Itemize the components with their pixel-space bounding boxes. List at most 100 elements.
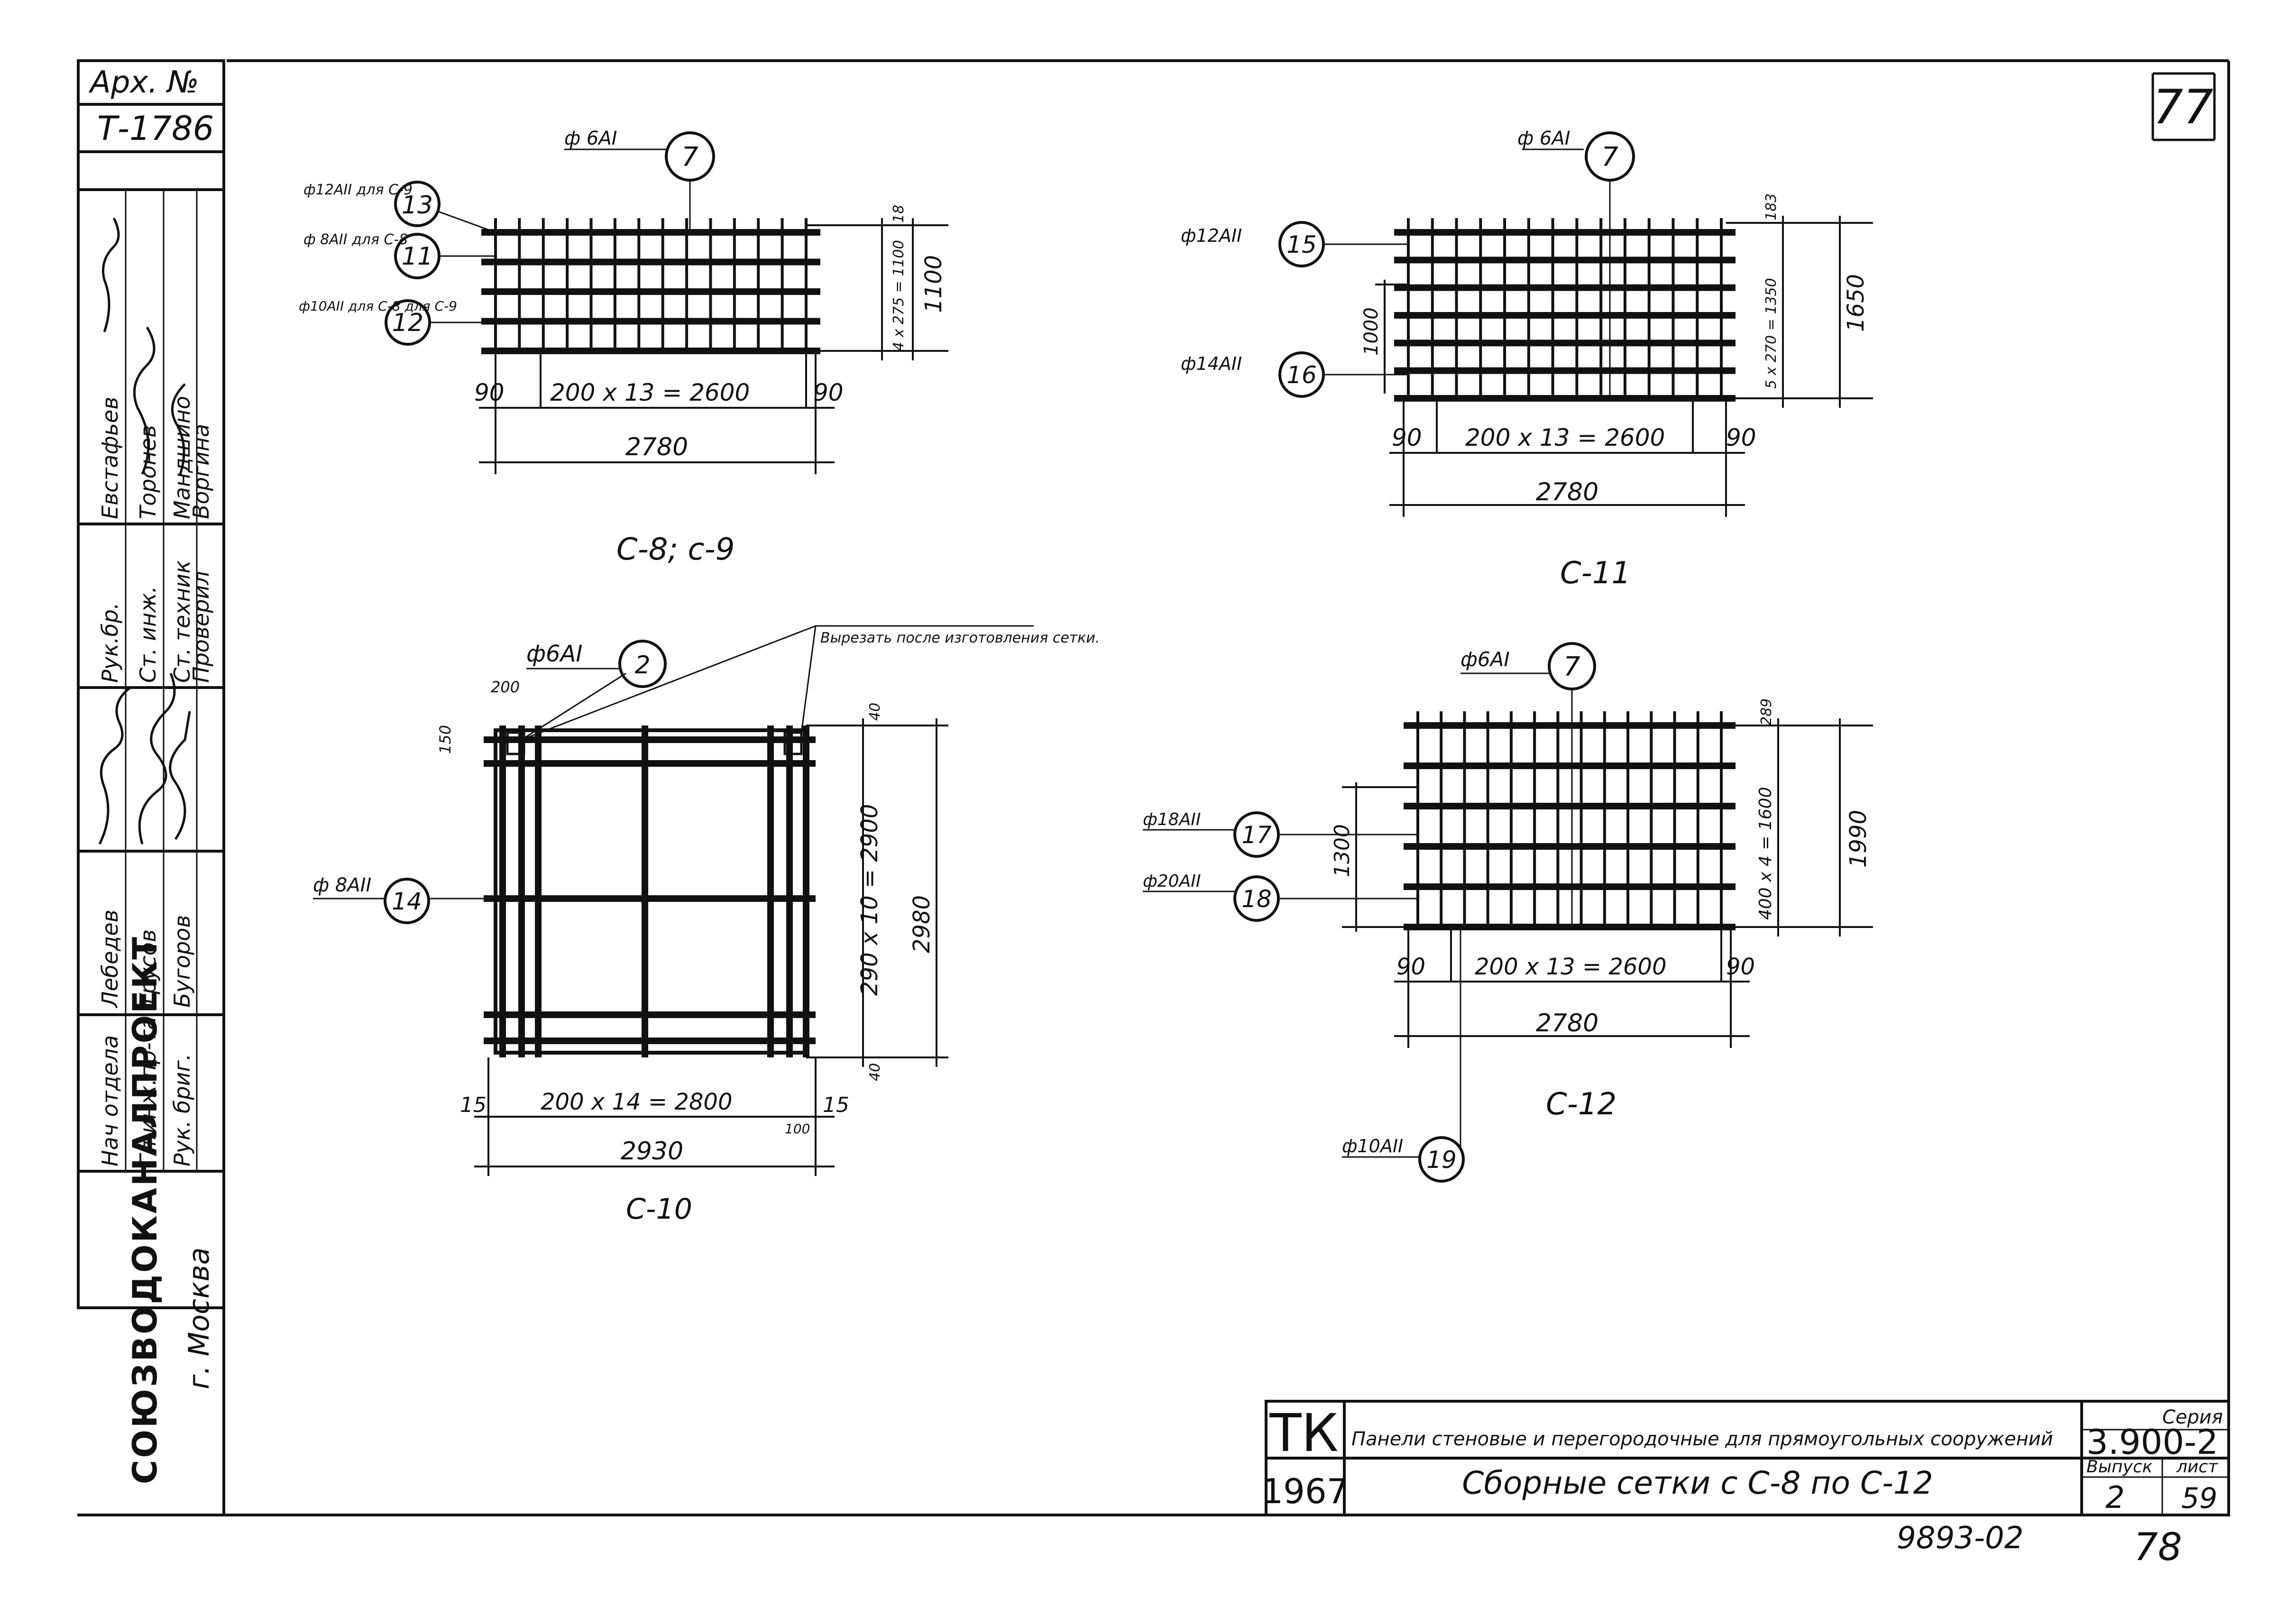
dim-top: 183: [1763, 193, 1780, 220]
bar-spec: ф6АI: [526, 641, 583, 667]
dim-pitch: 200 x 14 = 2800: [541, 1089, 733, 1115]
dim-top: 40: [867, 703, 883, 721]
mesh-c11: 90 200 x 13 = 2600 90 2780 1650 5 x 270 …: [1181, 128, 1873, 591]
dim-pitch: 200 x 13 = 2600: [1475, 954, 1667, 980]
dim-bottom: 40: [867, 1063, 883, 1081]
dim-left: 150: [436, 725, 454, 754]
sheet-label: лист: [2176, 1457, 2218, 1477]
title-subject: Панели стеновые и перегородочные для пря…: [1351, 1428, 2053, 1450]
archive-number: Т-1786: [97, 109, 214, 148]
org-city: г. Москва: [183, 1247, 216, 1389]
title-block: ТК 1967 Панели стеновые и перегородочные…: [1261, 1400, 2230, 1516]
dim-vert-pitch: 290 x 10 = 2900: [856, 804, 883, 996]
bar-spec: ф6АI: [1460, 648, 1510, 671]
dim-end-left: 15: [460, 1093, 487, 1117]
bar-number: 17: [1241, 821, 1272, 849]
archive-label: Арх. №: [88, 65, 199, 100]
dim-end-right: 90: [813, 379, 844, 406]
dim-vert-pitch: 400 x 4 = 1600: [1756, 787, 1775, 920]
approval-role: Рук.бр.: [97, 602, 123, 683]
dim-end-right: 15: [823, 1093, 849, 1117]
bar-number: 7: [1601, 142, 1618, 173]
dim-height: 1100: [920, 255, 947, 313]
bar-spec: ф 6АI: [1517, 128, 1570, 149]
bar-spec: ф18АII: [1143, 810, 1201, 829]
footer-code: 9893-02: [1897, 1521, 2023, 1556]
bar-number: 19: [1426, 1146, 1457, 1174]
bar-spec: ф 8АII: [313, 874, 371, 896]
dim-height: 1650: [1843, 274, 1869, 332]
signatures: [98, 217, 191, 845]
mesh-caption: С-12: [1546, 1087, 1616, 1122]
dim-height: 2980: [909, 895, 935, 953]
left-stamp: Арх. № Т-1786 Нач отдела Гл.инж.пр-та Ру…: [77, 59, 225, 1484]
dim-mid: 1000: [1360, 307, 1382, 356]
approval-name: Евстафьев: [97, 397, 123, 519]
bar-spec: ф14АII: [1181, 353, 1242, 374]
approval-name: Бугоров: [169, 915, 195, 1008]
bar-spec: ф 8АII для С-8: [303, 231, 408, 248]
issue-value: 2: [2105, 1480, 2125, 1515]
mesh-c12: 90 200 x 13 = 2600 90 2780 1990 400 x 4 …: [1143, 642, 1873, 1183]
approval-role: Ст. инж.: [135, 586, 161, 683]
mesh-caption: С-10: [626, 1193, 692, 1226]
dim-vert-pitch: 4 x 275 = 1100: [891, 240, 907, 351]
dim-mid: 1300: [1330, 824, 1354, 877]
dim-pitch: 200 x 13 = 2600: [1465, 424, 1665, 451]
bar-spec: ф10АII: [1342, 1136, 1403, 1157]
dim-end-right: 90: [1726, 424, 1756, 451]
bar-spec: ф12АII для С-9: [303, 182, 413, 198]
approval-role: Гл.инж.пр-та: [135, 1016, 161, 1166]
bar-number: 11: [402, 242, 433, 271]
dim-vert-pitch: 5 x 270 = 1350: [1763, 278, 1780, 389]
dim-end-right: 90: [1726, 954, 1755, 980]
frame: 77: [77, 59, 2230, 1516]
bar-spec: ф20АII: [1143, 872, 1201, 891]
approval-role: Нач отдела: [97, 1035, 123, 1166]
bar-number: 12: [392, 309, 423, 337]
dim-end-left: 90: [1392, 424, 1422, 451]
dim-total: 2780: [1536, 1009, 1598, 1038]
approval-role: Ст. техник: [169, 560, 195, 683]
dim-total: 2780: [625, 433, 688, 461]
mesh-c10: 15 200 x 14 = 2800 15 100 2930 2980 290 …: [313, 625, 1100, 1226]
dim-right: 100: [785, 1121, 810, 1137]
bar-spec: ф10АII для С-8 для С-9: [299, 298, 457, 314]
series-value: 3.900-2: [2086, 1422, 2218, 1462]
bar-number: 2: [634, 651, 650, 680]
mesh-c8-c9: 90 200 x 13 = 2600 90 2780 1100 4 x 275 …: [299, 128, 948, 567]
bar-number: 16: [1286, 361, 1317, 389]
bar-number: 15: [1286, 231, 1317, 258]
bar-number: 7: [1563, 652, 1580, 682]
approval-role: Рук. бриг.: [169, 1054, 195, 1166]
bar-number: 18: [1241, 885, 1272, 913]
mesh-caption: С-8; с-9: [616, 532, 735, 567]
dim-total: 2930: [621, 1137, 683, 1166]
footer-page: 78: [2134, 1525, 2182, 1569]
org-name: СОЮЗВОДОКАНАЛПРОЕКТ: [126, 935, 165, 1484]
title-main: Сборные сетки с С-8 по С-12: [1462, 1465, 1933, 1501]
bar-number: 14: [392, 888, 422, 915]
sheet-number: 77: [2153, 79, 2213, 135]
dim-top: 18: [891, 205, 907, 223]
dim-end-left: 90: [1396, 954, 1425, 980]
sheet-value: 59: [2181, 1482, 2217, 1515]
bar-spec: ф 6АI: [564, 128, 617, 149]
dim-corner: 200: [491, 678, 520, 696]
dim-end-left: 90: [474, 379, 505, 406]
bar-spec: ф12АII: [1181, 225, 1242, 246]
dim-height: 1990: [1845, 810, 1872, 868]
cut-note: Вырезать после изготовления сетки.: [820, 630, 1100, 646]
dim-top: 289: [1758, 698, 1775, 725]
bar-number: 13: [402, 191, 433, 220]
bar-number: 7: [681, 142, 698, 173]
series-label: Серия: [2162, 1406, 2223, 1428]
approval-name: Трусов: [135, 929, 161, 1008]
approval-name: Воргина: [188, 424, 214, 519]
mesh-caption: С-11: [1560, 556, 1631, 591]
dim-pitch: 200 x 13 = 2600: [550, 379, 750, 406]
issue-label: Выпуск: [2086, 1457, 2153, 1477]
approval-name: Лебедев: [97, 909, 123, 1009]
approval-role: Проверил: [188, 571, 214, 683]
